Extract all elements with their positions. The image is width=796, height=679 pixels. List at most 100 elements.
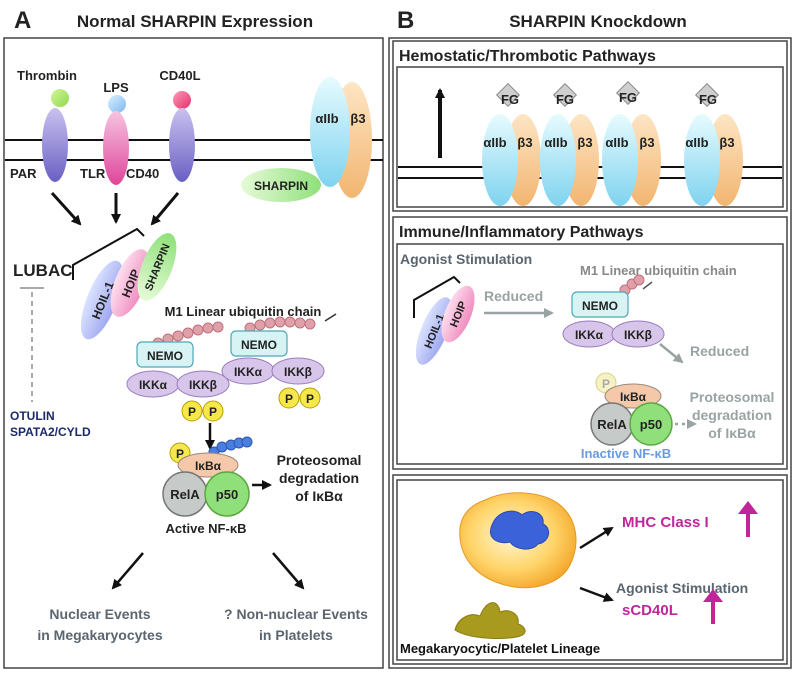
hemostatic-box <box>392 40 788 212</box>
phospho-1a <box>181 400 203 422</box>
ikkb-shape-2 <box>271 357 325 385</box>
receptor-cd40: CD40 <box>126 166 159 181</box>
aiib-shape-1 <box>482 114 518 206</box>
cell-nucleus <box>490 510 550 550</box>
panel-a-letter: A <box>14 7 31 34</box>
phospho-2a <box>278 387 300 409</box>
fg-diamond-2 <box>552 82 578 108</box>
p50-label-b: p50 <box>640 417 662 432</box>
fg-diamond-1 <box>495 82 521 108</box>
nemo-box-2 <box>230 330 288 357</box>
phospho-2b-label: P <box>306 392 314 406</box>
arrow-scd40l <box>579 586 614 602</box>
ikba-label-b: IκBα <box>620 390 647 404</box>
integrin-group-4: FG αIIb β3 <box>684 82 743 206</box>
nemo-label-2: NEMO <box>241 338 277 352</box>
mhc-label: MHC Class I <box>622 514 709 531</box>
nemo-box-1 <box>136 341 194 368</box>
immune-inner-box <box>396 243 784 465</box>
par-receptor <box>42 108 68 182</box>
nonnuclear-line2: in Platelets <box>259 627 333 643</box>
agonist-thrombin: Thrombin <box>17 68 77 83</box>
aiib-shape-4 <box>684 114 720 206</box>
integrin-b3-label: β3 <box>350 111 365 126</box>
ikka-label-2: IKKα <box>234 365 263 379</box>
ikba-shape <box>177 452 239 478</box>
phospho-2a-label: P <box>285 392 293 406</box>
inactive-nfkb-label: Inactive NF-κB <box>581 446 671 461</box>
hoil1-shape-b <box>415 297 453 365</box>
arrow-par-lubac <box>50 191 82 226</box>
m1-chain-pointer-b <box>642 281 653 290</box>
integrin-group-1: FG αIIb β3 <box>482 82 541 206</box>
nuclear-line1: Nuclear Events <box>49 606 150 622</box>
arrow-nuclear <box>111 552 144 590</box>
integrin-aiib-label: αIIb <box>315 111 338 126</box>
aiib-label-1: αIIb <box>483 135 506 150</box>
fg-label-4: FG <box>699 92 717 107</box>
b3-label-1: β3 <box>517 135 532 150</box>
panel-a: A Normal SHARPIN Expression Thrombin LPS… <box>3 7 384 669</box>
p50-label: p50 <box>216 487 238 502</box>
nuclear-line2: in Megakaryocytes <box>37 627 162 643</box>
ikba-shape-b <box>604 383 662 409</box>
ikkb-shape-1 <box>176 370 230 398</box>
panel-b-title: SHARPIN Knockdown <box>509 12 687 31</box>
hoil1-shape <box>81 260 123 340</box>
panel-b-frame <box>388 37 792 669</box>
mhc-up-arrow-icon <box>738 501 758 514</box>
phospho-2b <box>299 387 321 409</box>
immune-title: Immune/Inflammatory Pathways <box>399 224 644 241</box>
proteosomal-b-line1: Proteosomal <box>690 389 775 405</box>
m1-chain-label: M1 Linear ubiquitin chain <box>165 304 322 319</box>
agonist-lps: LPS <box>103 80 129 95</box>
panel-a-title: Normal SHARPIN Expression <box>77 12 313 31</box>
ikkb-label-1: IKKβ <box>189 378 217 392</box>
fg-label-1: FG <box>501 92 519 107</box>
tlr-receptor <box>103 111 129 185</box>
hemostatic-inner-box <box>396 66 784 208</box>
hoip-shape-b <box>441 285 475 343</box>
cd40l-ligand <box>173 91 191 109</box>
proteosomal-b-line3: of IκBα <box>708 425 756 441</box>
proteosomal-line2: degradation <box>279 470 359 486</box>
fg-label-3: FG <box>619 90 637 105</box>
panel-b: B SHARPIN Knockdown Hemostatic/Thromboti… <box>388 7 792 669</box>
ikba-label: IκBα <box>195 459 222 473</box>
fg-diamond-4 <box>694 82 720 108</box>
proteosomal-line3: of IκBα <box>295 488 343 504</box>
ubiquitin-b3 <box>633 274 645 286</box>
integrin-group-2: FG αIIb β3 <box>540 82 599 206</box>
m1-chain-label-b: M1 Linear ubiquitin chain <box>580 263 737 278</box>
rela-label: RelA <box>170 487 200 502</box>
reduced-label-1: Reduced <box>484 288 543 304</box>
phospho-b-label: P <box>602 377 610 391</box>
b3-label-4: β3 <box>719 135 734 150</box>
nemo-label-1: NEMO <box>147 349 183 363</box>
p50-shape <box>204 471 250 517</box>
reduced-label-2: Reduced <box>690 343 749 359</box>
ikkb-label-2: IKKβ <box>284 365 312 379</box>
ikkb-shape-b <box>611 320 665 348</box>
arrow-nonnuclear <box>272 552 305 590</box>
lps-ligand <box>108 95 126 113</box>
proteosomal-b-line2: degradation <box>692 407 772 423</box>
integrin-group-3: FG αIIb β3 <box>602 80 661 206</box>
nemo-label-b: NEMO <box>582 299 618 313</box>
integrin-aiib-shape <box>310 77 350 187</box>
agonist-stimulation-label: Agonist Stimulation <box>400 251 532 267</box>
spata-label: SPATA2/CYLD <box>10 425 91 439</box>
m1-chain-pointer <box>324 313 337 322</box>
lineage-inner-box <box>396 479 784 661</box>
aiib-label-4: αIIb <box>685 135 708 150</box>
lubac-label: LUBAC <box>13 261 73 280</box>
receptor-par: PAR <box>10 166 37 181</box>
b3-label-3: β3 <box>639 135 654 150</box>
lubac-bracket-b <box>413 275 461 318</box>
hoip-shape <box>110 249 150 317</box>
ikkb-label-b: IKKβ <box>624 328 652 342</box>
active-nfkb-label: Active NF-κB <box>166 521 247 536</box>
panel-a-frame <box>3 37 384 669</box>
platelet-shape <box>454 602 526 639</box>
